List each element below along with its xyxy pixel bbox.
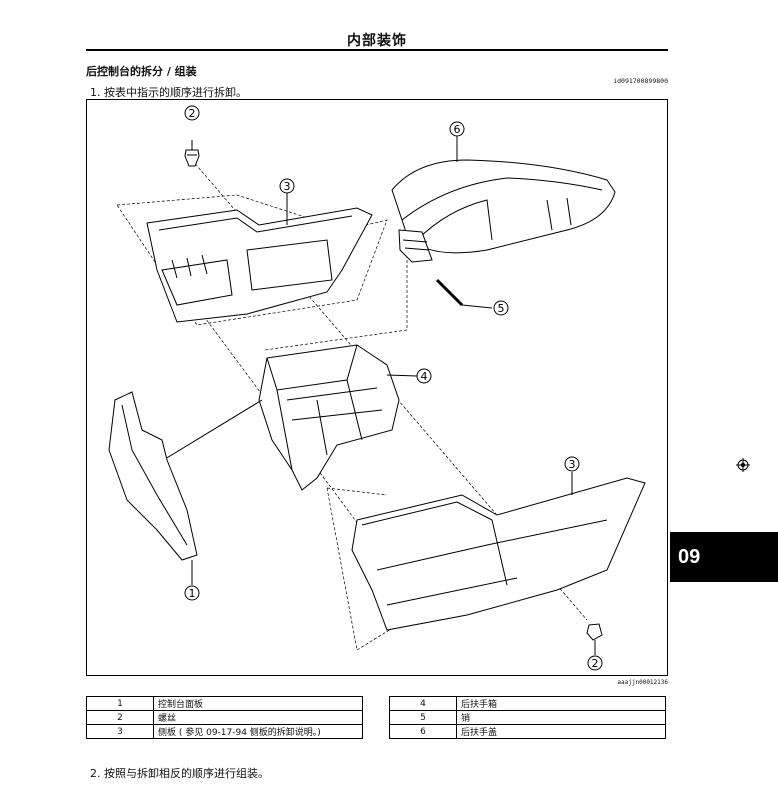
- callout-label: 2: [592, 657, 599, 670]
- crosshair-icon: [736, 458, 750, 472]
- callout-circle: [184, 585, 200, 601]
- part-number: 4: [389, 696, 457, 711]
- console-panel-icon: [108, 391, 198, 585]
- part-number: 1: [86, 696, 154, 711]
- part-number: 2: [86, 710, 154, 725]
- callout-label: 6: [454, 123, 461, 136]
- callout-label: 3: [569, 458, 576, 471]
- part-name: 螺丝: [153, 710, 363, 725]
- part-number: 3: [86, 724, 154, 739]
- lower-side-panel-icon: [351, 472, 646, 631]
- callout-label: 5: [498, 302, 505, 315]
- table-row: 2 螺丝: [86, 710, 363, 725]
- section-title: 后控制台的拆分 / 组装: [86, 65, 197, 78]
- callout-circle: [493, 300, 509, 316]
- table-row: 1 控制台面板: [86, 696, 363, 711]
- callout-label: 3: [284, 180, 291, 193]
- part-name: 后扶手盖: [456, 724, 666, 739]
- callout-label: 2: [189, 107, 196, 120]
- callout-circle: [564, 456, 580, 472]
- screw-bottom-icon: [586, 623, 603, 655]
- callout-label: 1: [189, 587, 196, 600]
- parts-table-right: 4 后扶手箱 5 销 6 后扶手盖: [389, 696, 666, 739]
- callout-label: 4: [421, 370, 428, 383]
- exploded-view-drawing: 2 3 6 5 4 3 1 2: [108, 105, 646, 671]
- callout-markers: 2 3 6 5 4 3 1 2: [184, 105, 603, 671]
- part-name: 后扶手箱: [456, 696, 666, 711]
- callout-circle: [449, 121, 465, 137]
- part-number: 5: [389, 710, 457, 725]
- document-id: id091700899800: [613, 77, 668, 85]
- table-row: 3 侧板 ( 参见 09-17-94 侧板的拆卸说明。): [86, 724, 363, 739]
- chapter-tab: 09: [670, 532, 778, 582]
- armrest-cover-icon: [391, 130, 616, 254]
- parts-table-left: 1 控制台面板 2 螺丝 3 侧板 ( 参见 09-17-94 侧板的拆卸说明。…: [86, 696, 363, 739]
- part-name: 侧板 ( 参见 09-17-94 侧板的拆卸说明。): [153, 724, 363, 739]
- part-name: 销: [456, 710, 666, 725]
- exploded-view-figure: 2 3 6 5 4 3 1 2: [86, 99, 668, 676]
- hinge-bracket-icon: [398, 229, 433, 263]
- callout-circle: [416, 368, 432, 384]
- pin-icon: [435, 278, 493, 309]
- table-row: 4 后扶手箱: [389, 696, 666, 711]
- part-number: 6: [389, 724, 457, 739]
- screw-top-icon: [184, 140, 200, 167]
- step-1-text: 1. 按表中指示的顺序进行拆卸。: [90, 86, 247, 99]
- page-title: 内部装饰: [347, 33, 407, 49]
- table-row: 6 后扶手盖: [389, 724, 666, 739]
- callout-circle: [587, 655, 603, 671]
- figure-id: aaajjn00012136: [617, 679, 668, 686]
- step-2-text: 2. 按照与拆卸相反的顺序进行组装。: [90, 767, 269, 780]
- upper-side-panel-icon: [146, 188, 373, 323]
- header-rule: [86, 49, 668, 51]
- table-row: 5 销: [389, 710, 666, 725]
- part-name: 控制台面板: [153, 696, 363, 711]
- callout-circle: [279, 178, 295, 194]
- callout-circle: [184, 105, 200, 121]
- armrest-box-icon: [146, 344, 418, 491]
